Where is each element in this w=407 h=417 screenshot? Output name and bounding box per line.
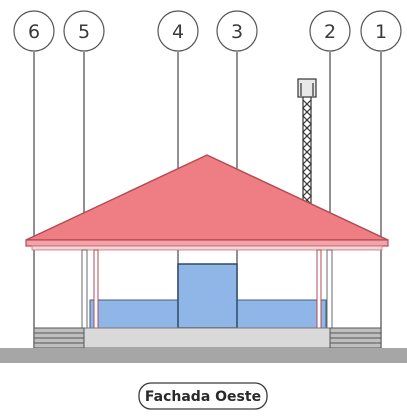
column-right-outer [326,249,333,329]
glass-wall-left [89,299,179,329]
grid-marker-4-bubble [157,10,199,52]
grid-marker-4-label: 4 [172,21,184,43]
caption-tag: Fachada Oeste [138,382,268,410]
antenna-tower [297,78,317,215]
stairs-right [329,327,382,349]
grid-marker-3-bubble [216,10,258,52]
grid-marker-6-bubble [13,10,55,52]
grid-marker-6-label: 6 [28,21,40,43]
ground-line [0,348,407,363]
glazing [89,263,327,329]
column-left-outer [81,249,88,329]
building-base [83,327,331,349]
grid-marker-5-bubble [63,10,105,52]
antenna-tower-top [297,78,317,98]
stairs-left [33,327,85,349]
glass-door-center [177,263,238,329]
grid-marker-1-label: 1 [375,21,387,43]
roof [25,154,389,251]
grid-marker-2-bubble [309,10,351,52]
roof-fascia [25,239,389,247]
grid-marker-2-label: 2 [324,21,336,43]
column-left-inner [93,249,99,329]
glass-wall-right [236,299,327,329]
roof-eave-line [31,245,383,251]
grid-markers [13,10,402,52]
caption-text: Fachada Oeste [145,389,261,405]
roof-surface [25,154,389,241]
antenna-tower-lattice [302,99,312,213]
caption-frame [138,382,268,410]
grid-marker-5-label: 5 [78,21,90,43]
column-right-inner [316,249,322,329]
grid-marker-3-label: 3 [231,21,243,43]
grid-marker-1-bubble [360,10,402,52]
